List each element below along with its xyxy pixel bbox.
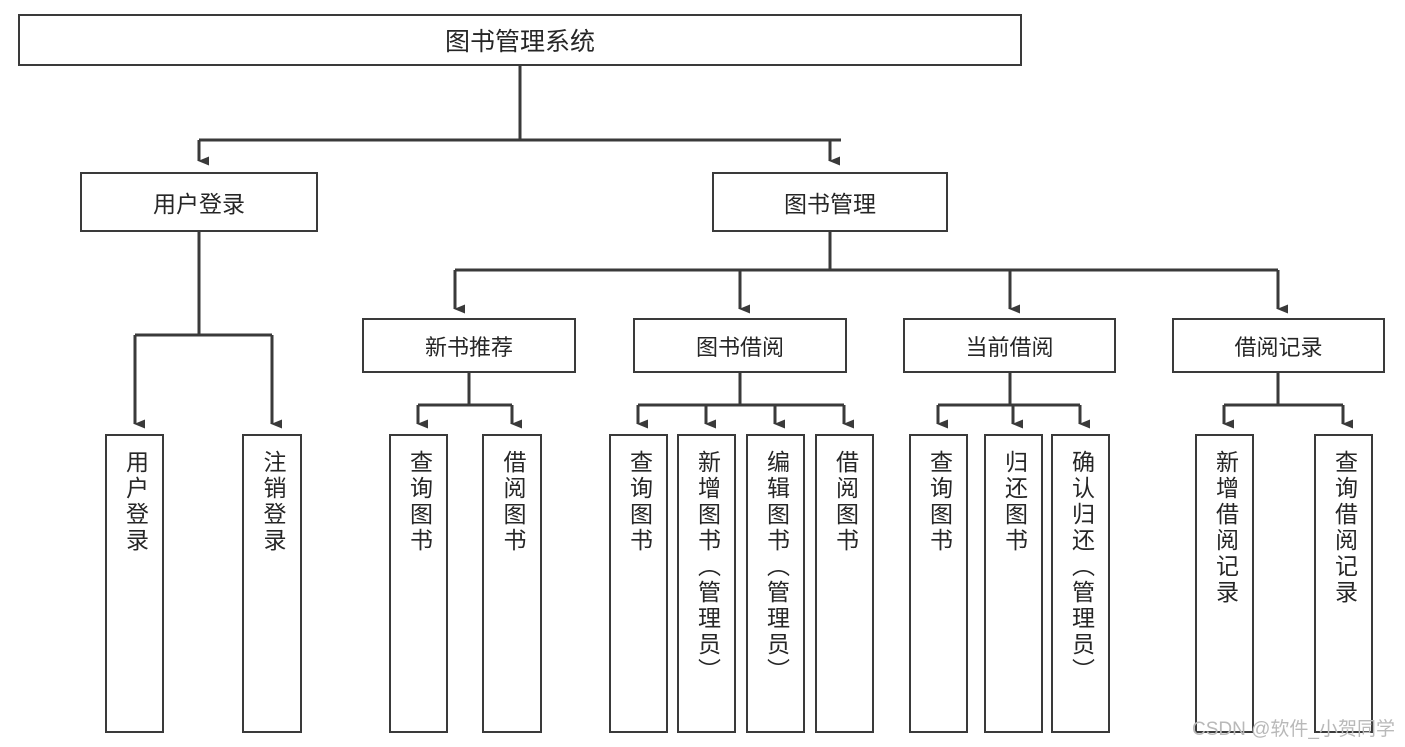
node-label: 确认归还（管理员） bbox=[1068, 450, 1095, 684]
node-label: 图书管理 bbox=[784, 191, 876, 217]
node-label: 图书管理系统 bbox=[444, 28, 595, 56]
node-label: 用户登录 bbox=[153, 191, 245, 217]
node-label: 查询借阅记录 bbox=[1331, 450, 1358, 606]
leaf-edit-book-admin[interactable]: 编辑图书（管理员） bbox=[746, 434, 805, 733]
node-label: 用户登录 bbox=[122, 450, 149, 554]
leaf-add-borrow-record[interactable]: 新增借阅记录 bbox=[1195, 434, 1254, 733]
leaf-user-login[interactable]: 用户登录 bbox=[105, 434, 164, 733]
node-label: 注销登录 bbox=[259, 450, 286, 554]
leaf-query-book-current[interactable]: 查询图书 bbox=[909, 434, 968, 733]
node-label: 查询图书 bbox=[406, 450, 433, 554]
leaf-add-book-admin[interactable]: 新增图书（管理员） bbox=[677, 434, 736, 733]
node-label: 当前借阅 bbox=[965, 334, 1054, 360]
node-borrow-record[interactable]: 借阅记录 bbox=[1172, 318, 1385, 373]
leaf-borrow-book[interactable]: 借阅图书 bbox=[815, 434, 874, 733]
node-new-book-recommend[interactable]: 新书推荐 bbox=[362, 318, 576, 373]
node-label: 归还图书 bbox=[1001, 450, 1028, 554]
node-label: 查询图书 bbox=[926, 450, 953, 554]
leaf-query-book-borrow[interactable]: 查询图书 bbox=[609, 434, 668, 733]
leaf-return-book[interactable]: 归还图书 bbox=[984, 434, 1043, 733]
node-book-borrow[interactable]: 图书借阅 bbox=[633, 318, 847, 373]
node-root-system[interactable]: 图书管理系统 bbox=[18, 14, 1022, 66]
leaf-query-book-newbook[interactable]: 查询图书 bbox=[389, 434, 448, 733]
node-label: 借阅图书 bbox=[499, 450, 526, 554]
watermark-text: CSDN @软件_小贺同学 bbox=[1192, 719, 1395, 740]
node-label: 借阅记录 bbox=[1234, 334, 1323, 360]
leaf-borrow-book-newbook[interactable]: 借阅图书 bbox=[482, 434, 542, 733]
node-label: 新增借阅记录 bbox=[1212, 450, 1239, 606]
node-label: 借阅图书 bbox=[832, 450, 859, 554]
node-label: 新增图书（管理员） bbox=[694, 450, 721, 684]
leaf-logout-login[interactable]: 注销登录 bbox=[242, 434, 302, 733]
node-label: 查询图书 bbox=[626, 450, 653, 554]
node-label: 图书借阅 bbox=[695, 334, 784, 360]
node-user-login[interactable]: 用户登录 bbox=[80, 172, 318, 232]
leaf-query-borrow-record[interactable]: 查询借阅记录 bbox=[1314, 434, 1373, 733]
node-book-management[interactable]: 图书管理 bbox=[712, 172, 948, 232]
node-current-borrow[interactable]: 当前借阅 bbox=[903, 318, 1116, 373]
leaf-confirm-return-admin[interactable]: 确认归还（管理员） bbox=[1051, 434, 1110, 733]
node-label: 编辑图书（管理员） bbox=[763, 450, 790, 684]
node-label: 新书推荐 bbox=[424, 334, 513, 360]
